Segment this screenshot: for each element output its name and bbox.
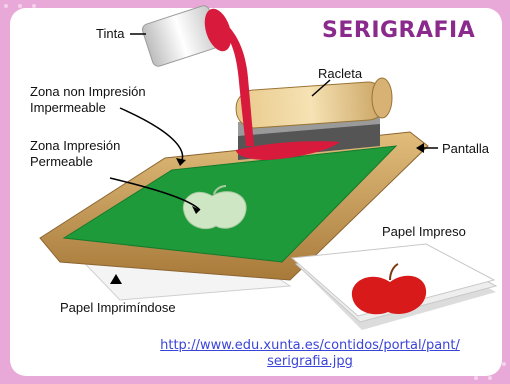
apple-icon xyxy=(182,191,247,230)
border-dots xyxy=(4,4,506,380)
label-racleta: Racleta xyxy=(318,66,363,81)
label-zona-impresion-1: Zona Impresión xyxy=(30,138,121,153)
label-zona-non-impresion-2: Impermeable xyxy=(30,100,106,115)
source-link-line-2[interactable]: serigrafia.jpg xyxy=(267,354,353,369)
ink-stream xyxy=(222,28,254,146)
label-papel-impreso: Papel Impreso xyxy=(382,224,466,239)
apple-icon xyxy=(351,275,427,315)
diagram-title: SERIGRAFIA xyxy=(322,18,476,43)
label-zona-non-impresion-1: Zona non Impresión xyxy=(30,84,146,99)
arrow-up-icon xyxy=(110,274,122,284)
label-tinta: Tinta xyxy=(96,26,125,41)
printed-paper-stack xyxy=(290,243,498,330)
ink-can-icon xyxy=(141,5,232,67)
source-link-line-1[interactable]: http://www.edu.xunta.es/contidos/portal/… xyxy=(160,338,460,353)
label-zona-impresion-2: Permeable xyxy=(30,154,93,169)
arrow-left-icon xyxy=(416,143,424,153)
ink-pool xyxy=(236,141,340,160)
label-pantalla: Pantalla xyxy=(442,141,489,156)
label-papel-imprimindose: Papel Imprimíndose xyxy=(60,300,176,315)
